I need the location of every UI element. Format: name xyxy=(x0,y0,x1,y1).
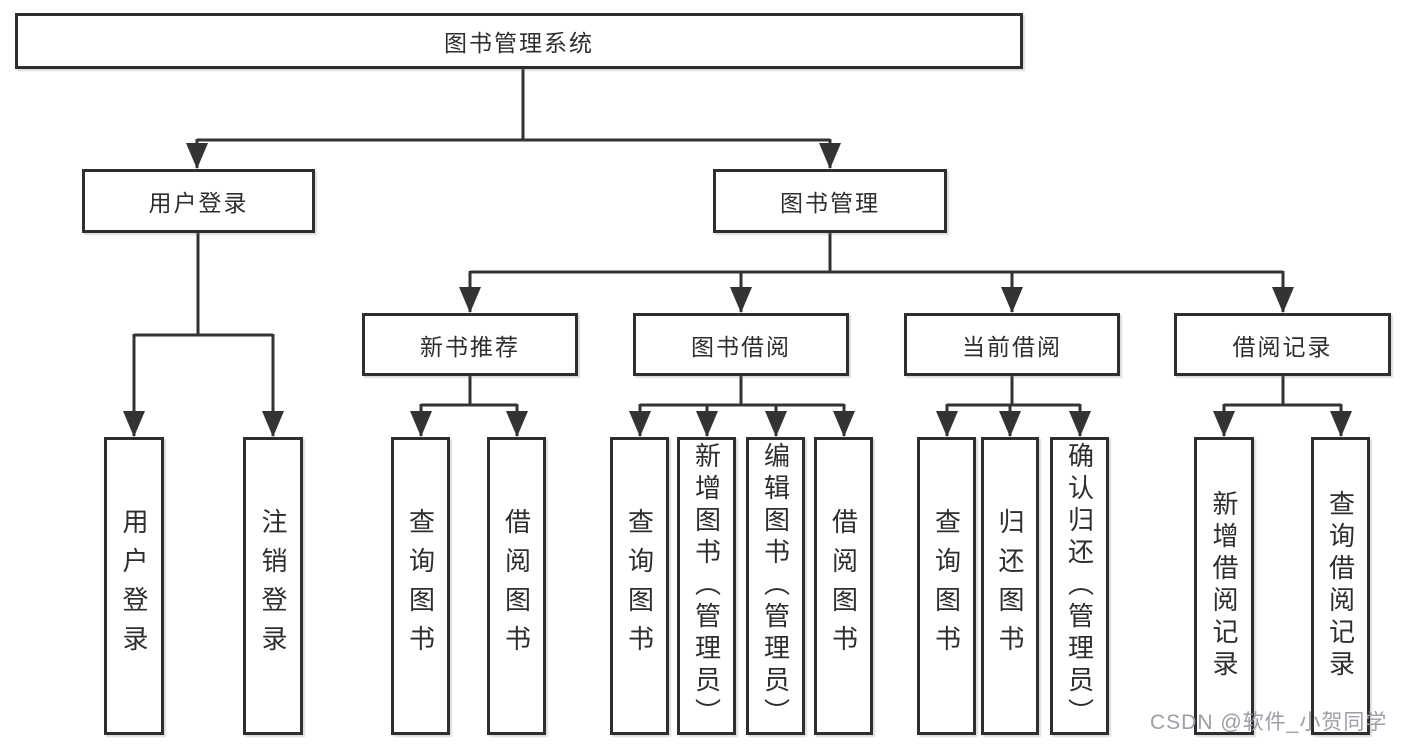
node-label: 借阅记录 xyxy=(1232,333,1333,360)
node-new-book-recommendation: 新书推荐 xyxy=(362,313,578,376)
leaf-add-borrow-record: 新增借阅记录 xyxy=(1194,437,1254,735)
leaf-query-books-recommend: 查询图书 xyxy=(391,437,450,735)
leaf-return-books: 归还图书 xyxy=(981,437,1039,735)
node-borrowing-records: 借阅记录 xyxy=(1174,313,1391,376)
leaf-label: 归还图书 xyxy=(995,508,1025,664)
leaf-label: 查询借阅记录 xyxy=(1325,490,1356,682)
leaf-borrow-books-recommend: 借阅图书 xyxy=(487,437,546,735)
leaf-query-books-current: 查询图书 xyxy=(917,437,976,735)
node-book-management: 图书管理 xyxy=(713,169,947,233)
leaf-label: 查询图书 xyxy=(931,508,962,664)
node-label: 图书管理 xyxy=(780,190,880,216)
leaf-label: 查询图书 xyxy=(624,508,655,664)
leaf-label: 编辑图书（管理员） xyxy=(760,442,791,730)
leaf-query-books-borrowing: 查询图书 xyxy=(610,437,669,735)
leaf-logout: 注销登录 xyxy=(243,437,303,735)
node-book-borrowing: 图书借阅 xyxy=(633,313,849,376)
node-label: 新书推荐 xyxy=(420,333,520,360)
leaf-label: 借阅图书 xyxy=(828,508,859,664)
leaf-edit-book-admin: 编辑图书（管理员） xyxy=(746,437,805,735)
leaf-label: 借阅图书 xyxy=(501,508,532,664)
node-label: 图书管理系统 xyxy=(444,30,594,56)
leaf-label: 查询图书 xyxy=(405,508,436,664)
node-label: 当前借阅 xyxy=(962,333,1062,360)
leaf-confirm-return-admin: 确认归还（管理员） xyxy=(1050,437,1109,735)
leaf-label: 新增图书（管理员） xyxy=(691,442,722,730)
leaf-add-book-admin: 新增图书（管理员） xyxy=(677,437,736,735)
leaf-label: 用户登录 xyxy=(119,508,149,664)
node-label: 图书借阅 xyxy=(691,333,791,360)
leaf-label: 新增借阅记录 xyxy=(1209,490,1239,682)
node-user-login: 用户登录 xyxy=(82,169,315,233)
node-book-management-system: 图书管理系统 xyxy=(15,13,1023,69)
leaf-user-login: 用户登录 xyxy=(104,437,164,735)
csdn-watermark: CSDN @软件_小贺同学 xyxy=(1150,711,1388,734)
leaf-label: 注销登录 xyxy=(258,508,288,664)
leaf-label: 确认归还（管理员） xyxy=(1064,442,1095,730)
leaf-borrow-books: 借阅图书 xyxy=(814,437,873,735)
node-label: 用户登录 xyxy=(148,190,249,216)
leaf-query-borrow-record: 查询借阅记录 xyxy=(1311,437,1370,735)
node-current-borrowing: 当前借阅 xyxy=(904,313,1120,376)
